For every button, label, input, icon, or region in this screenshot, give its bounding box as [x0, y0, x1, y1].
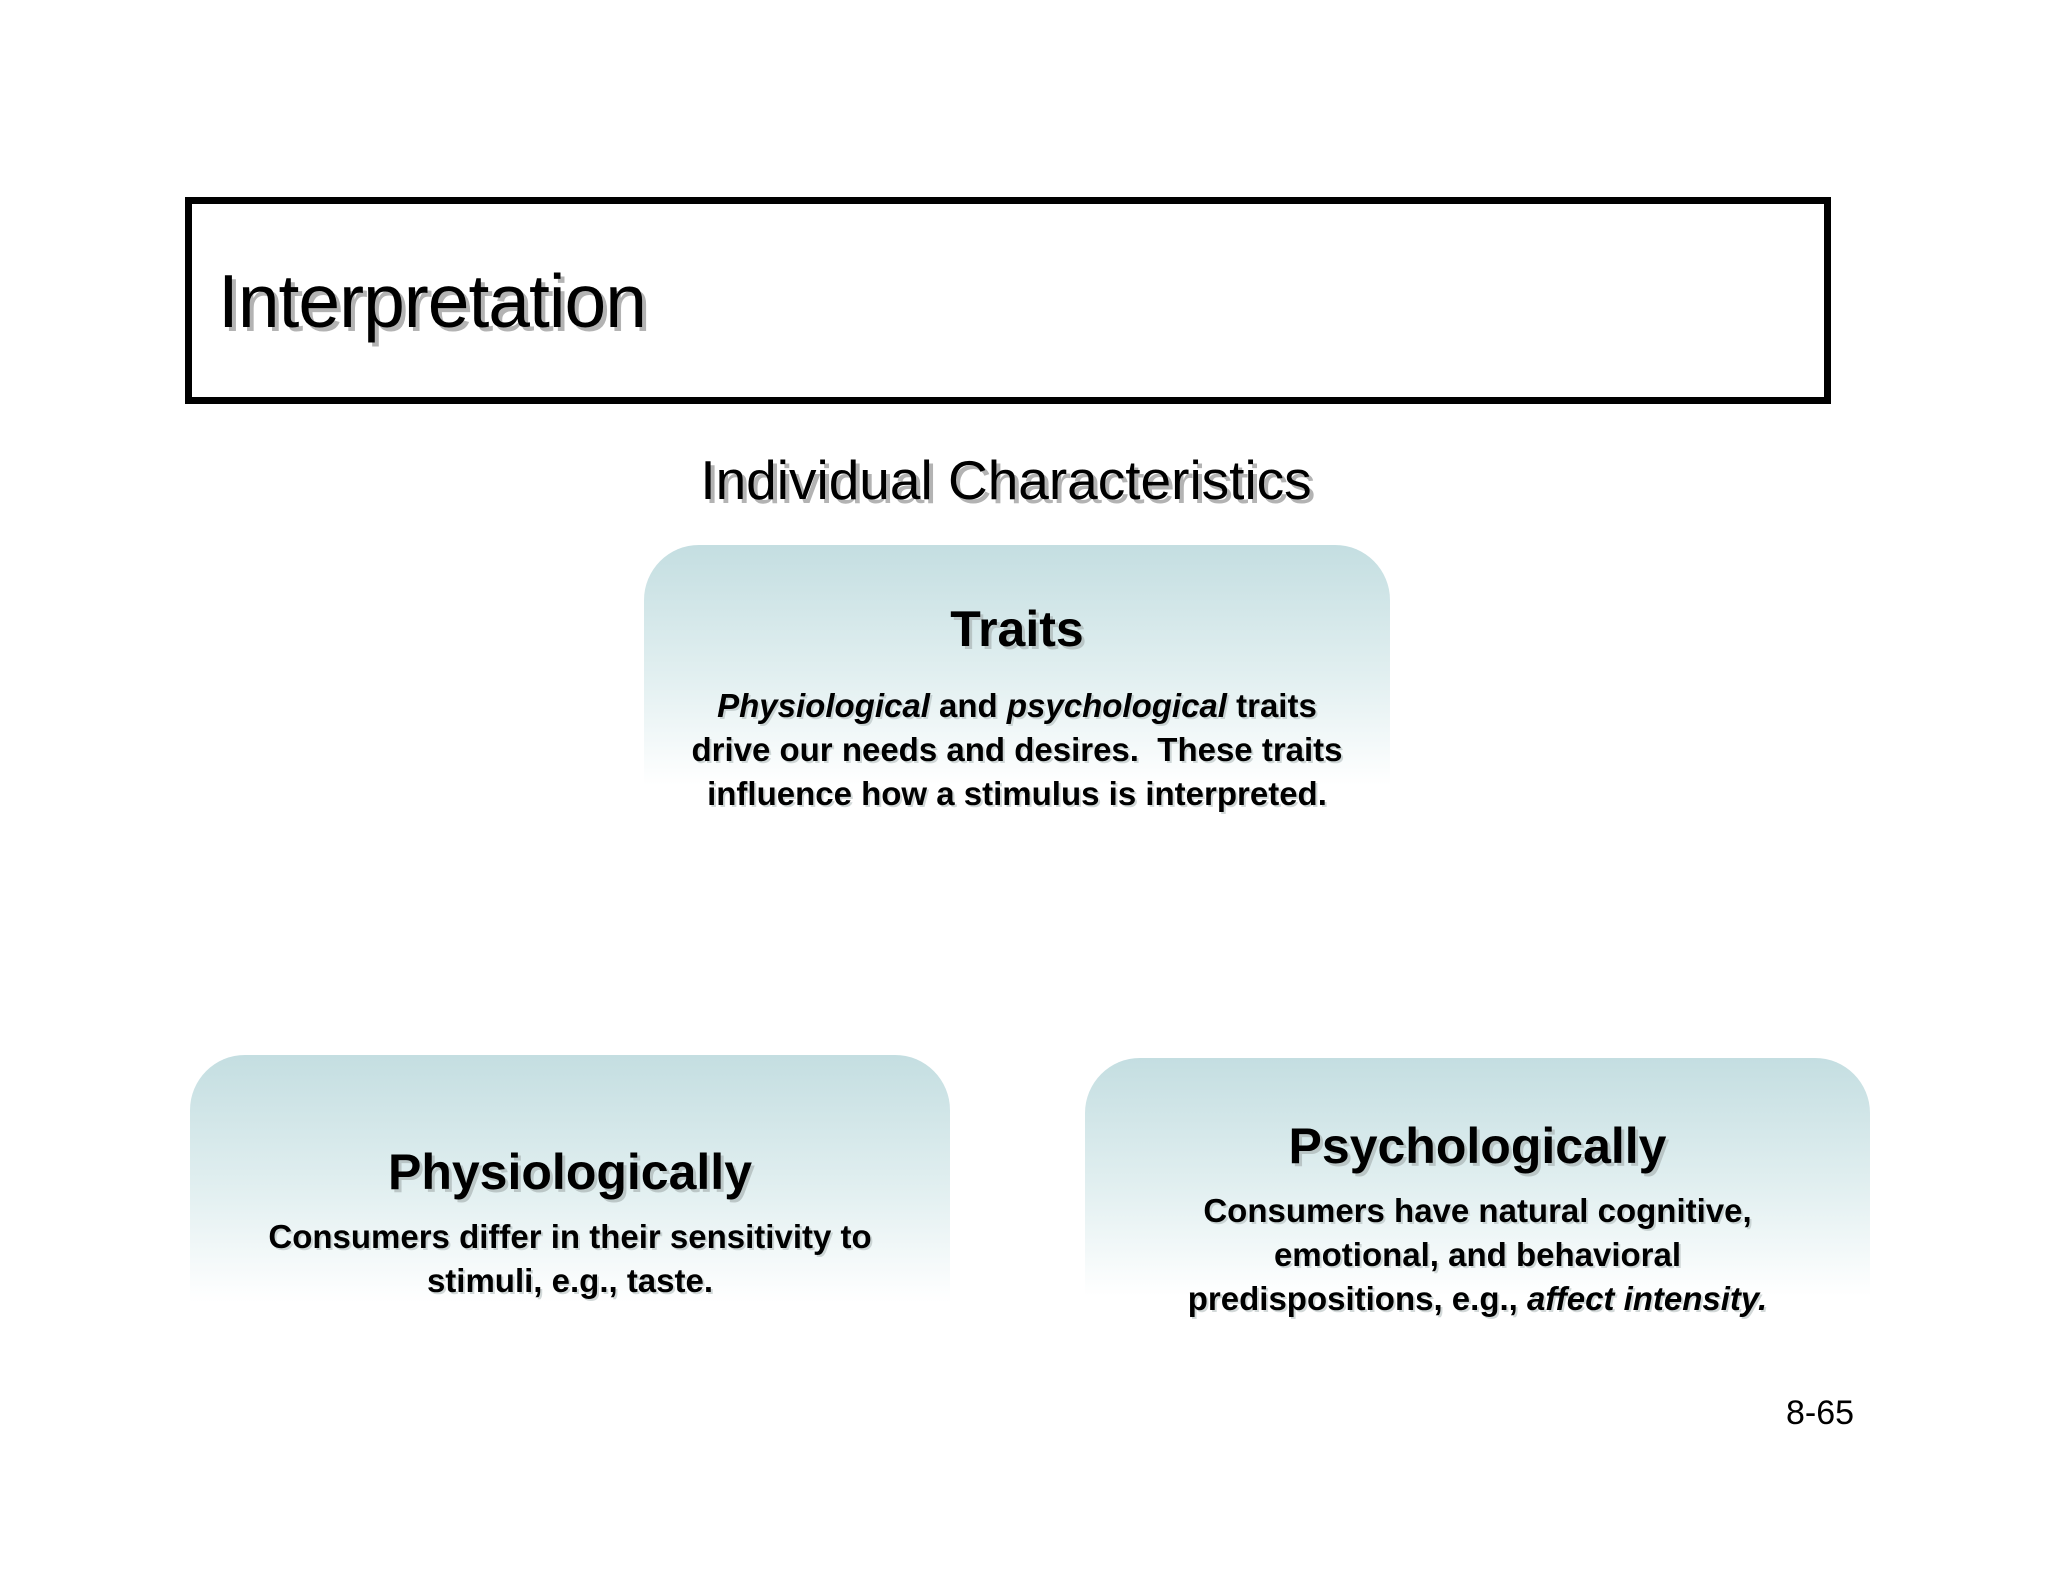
physiologically-box-body: Consumers differ in their sensitivity to… [268, 1217, 872, 1299]
psychologically-box-body: Consumers have natural cognitive,emotion… [1187, 1192, 1768, 1317]
diagram-heading: Individual Characteristics [700, 449, 1312, 511]
psychologically-box-title: Psychologically [1288, 1118, 1667, 1174]
page-title: Interpretation [218, 258, 647, 343]
physiologically-box: Physiologically Consumers differ in thei… [190, 1055, 950, 1390]
traits-box-title: Traits [950, 600, 1084, 657]
title-box: Interpretation [185, 197, 1831, 404]
traits-box: Traits Physiological and psychological t… [644, 545, 1390, 870]
physiologically-box-title: Physiologically [387, 1143, 752, 1200]
psychologically-box: Psychologically Consumers have natural c… [1085, 1058, 1870, 1380]
page-number: 8-65 [1785, 1394, 1855, 1432]
